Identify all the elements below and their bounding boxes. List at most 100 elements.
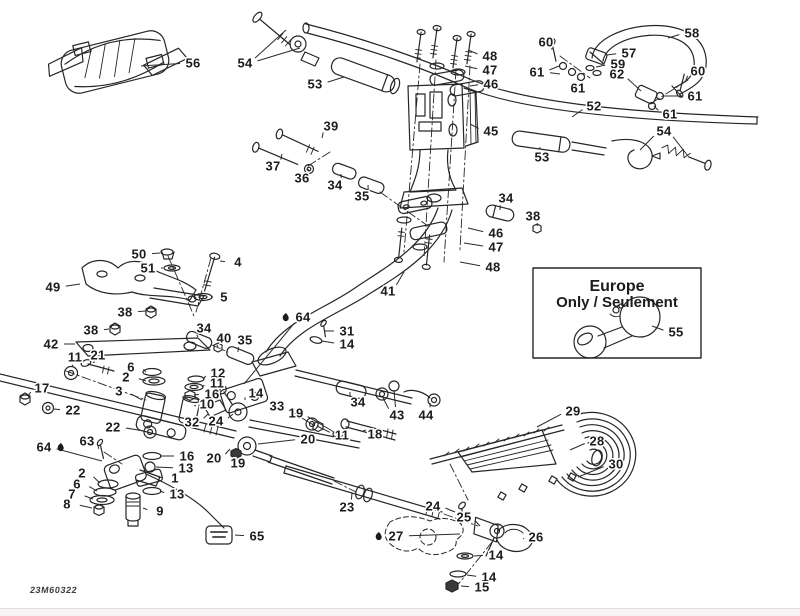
part-number-label: 35: [237, 333, 252, 348]
part-number-label: 36: [294, 171, 309, 186]
part-number-label: 11: [335, 428, 349, 443]
part-number-label: 20: [206, 451, 221, 466]
part-number-label: 54: [656, 124, 672, 139]
part-number-label: 5: [220, 290, 228, 305]
part-number-label: 60: [690, 64, 705, 79]
part-number-label: 63: [79, 434, 94, 449]
callout-60: 60: [685, 62, 707, 81]
callout-65: 65: [234, 527, 266, 545]
part-number-label: 13: [178, 461, 193, 476]
part-number-label: 41: [380, 284, 395, 299]
callout-22: 22: [53, 401, 82, 419]
callout-55: 55: [651, 323, 685, 341]
part-number-label: 61: [570, 81, 585, 96]
part-number-label: 35: [354, 189, 369, 204]
sleeve-and-nut-drawing: [485, 204, 542, 234]
callout-16: 16: [193, 385, 221, 403]
callout-2: 2: [77, 464, 101, 484]
part-number-label: 11: [210, 376, 224, 391]
callout-19: 19: [287, 404, 335, 433]
callout-34: 34: [326, 173, 344, 194]
part-number-label: 47: [482, 63, 497, 78]
part-number-label: 51: [140, 261, 155, 276]
callout-24: 24: [207, 412, 234, 430]
rear-hoop-drawing: [548, 25, 707, 111]
part-number-label: 49: [45, 280, 60, 295]
part-number-label: 7: [68, 487, 76, 502]
callout-38: 38: [524, 207, 542, 227]
callout-30: 30: [577, 455, 625, 478]
part-number-label: 43: [389, 408, 404, 423]
part-number-label: 16: [179, 449, 194, 464]
part-number-label: 22: [105, 420, 120, 435]
callout-43: 43: [382, 389, 406, 424]
callout-21: 21: [89, 346, 107, 364]
part-number-label: 8: [63, 497, 71, 512]
ski-assembly-drawing: [429, 411, 637, 501]
part-number-label: 53: [534, 150, 549, 165]
part-number-label: 59: [610, 57, 625, 72]
part-number-label: 20: [300, 432, 315, 447]
part-number-label: 40: [216, 331, 231, 346]
callout-52: 52: [571, 97, 603, 118]
callout-12: 12: [202, 364, 227, 382]
part-number-label: 33: [269, 399, 284, 414]
part-number-label: 52: [586, 99, 601, 114]
callout-34: 34: [497, 189, 515, 211]
drag-link-drawing: [0, 359, 237, 441]
callout-63: 63: [78, 432, 100, 450]
callout-34: 34: [195, 319, 213, 338]
callout-64: 64: [35, 438, 103, 462]
callout-56: 56: [140, 54, 202, 72]
part-number-label: 9: [156, 504, 164, 519]
part-number-label: 34: [350, 395, 366, 410]
pivot-cluster-drawing: [89, 438, 225, 529]
callout-13: 13: [155, 459, 195, 477]
part-number-label: 46: [488, 226, 503, 241]
callout-61: 61: [653, 105, 679, 123]
callout-14: 14: [244, 384, 265, 402]
callout-15: 15: [460, 578, 491, 596]
callout-40: 40: [215, 329, 233, 348]
part-number-label: 46: [483, 77, 498, 92]
part-number-label: 38: [117, 305, 132, 320]
part-number-label: 54: [237, 56, 253, 71]
callout-24: 24: [424, 497, 456, 515]
callout-61: 61: [528, 63, 561, 81]
callout-50: 50: [130, 245, 161, 263]
callout-16: 16: [160, 447, 196, 465]
part-number-label: 34: [196, 321, 212, 336]
part-number-label: 13: [169, 487, 184, 502]
part-number-label: 45: [483, 124, 498, 139]
callout-61: 61: [664, 87, 704, 105]
callout-33: 33: [268, 397, 316, 427]
part-number-label: 61: [662, 107, 677, 122]
part-number-label: 32: [184, 415, 199, 430]
part-number-label: 24: [208, 414, 224, 429]
part-number-label: 56: [185, 56, 200, 71]
callout-48: 48: [459, 258, 502, 276]
callout-6: 6: [126, 358, 147, 376]
callout-1: 1: [157, 469, 180, 487]
callout-9: 9: [142, 502, 165, 520]
part-number-label: 44: [418, 408, 434, 423]
callout-11: 11: [316, 425, 350, 444]
europe-box-title-line1: Europe: [589, 278, 644, 295]
part-number-label: 12: [210, 366, 225, 381]
callout-29: 29: [536, 402, 582, 428]
callout-39: 39: [321, 117, 340, 139]
part-number-label: 11: [68, 350, 82, 365]
callout-42: 42: [42, 335, 75, 353]
callout-17: 17: [27, 379, 51, 397]
callout-37: 37: [264, 153, 283, 175]
callout-28: 28: [569, 432, 606, 451]
part-number-label: 22: [65, 403, 80, 418]
part-number-label: 42: [43, 337, 58, 352]
callout-53: 53: [533, 146, 551, 166]
steering-column-drawing: [251, 207, 453, 377]
part-number-label: 4: [234, 255, 242, 270]
callout-7: 7: [67, 485, 94, 503]
callout-34: 34: [349, 391, 367, 411]
